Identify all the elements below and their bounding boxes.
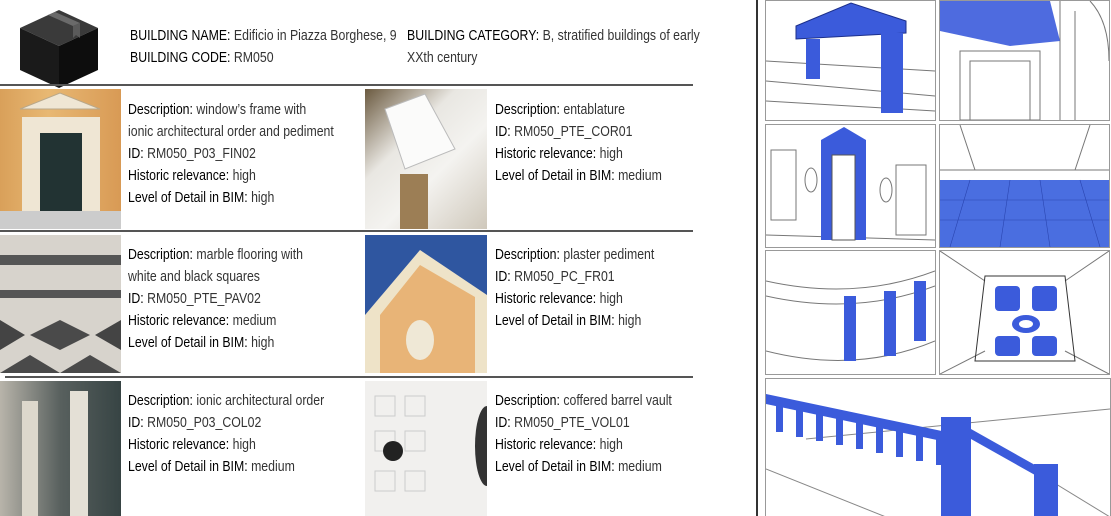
bim-render-window-frame (765, 0, 936, 121)
id-value: RM050_PTE_VOL01 (514, 414, 630, 431)
element-info-1: Description: window’s frame with ionic a… (128, 99, 334, 209)
lod-label: Level of Detail in BIM: (495, 167, 615, 184)
photo-window-frame (0, 89, 121, 229)
element-info-6: Description: coffered barrel vault ID: R… (495, 390, 672, 478)
description-value: plaster pediment (563, 246, 655, 263)
historic-label: Historic relevance: (495, 436, 597, 453)
photo-marble-flooring (0, 235, 121, 373)
historic-label: Historic relevance: (495, 145, 597, 162)
id-value: RM050_P03_COL02 (147, 414, 262, 431)
id-value: RM050_PC_FR01 (514, 268, 615, 285)
description-label: Description: (495, 392, 560, 409)
historic-label: Historic relevance: (128, 167, 230, 184)
element-info-3: Description: marble flooring with white … (128, 244, 303, 354)
description-value: ionic architectural order (196, 392, 325, 409)
historic-label: Historic relevance: (128, 312, 230, 329)
description-value: window’s frame with (196, 101, 307, 118)
id-label: ID: (128, 414, 144, 431)
lod-label: Level of Detail in BIM: (495, 312, 615, 329)
divider (0, 84, 693, 86)
historic-value: high (599, 290, 623, 307)
lod-value: medium (251, 458, 295, 475)
lod-value: high (618, 312, 642, 329)
lod-value: high (251, 334, 275, 351)
building-category-label: BUILDING CATEGORY: (407, 27, 540, 44)
building-code-label: BUILDING CODE: (130, 49, 231, 66)
description-value: entablature (563, 101, 625, 118)
description-value-cont: ionic architectural order and pediment (128, 123, 334, 140)
photo-ionic-order (0, 381, 121, 516)
bim-render-coffered-vault (939, 250, 1110, 375)
historic-value: high (232, 436, 256, 453)
description-label: Description: (128, 392, 193, 409)
element-info-2: Description: entablature ID: RM050_PTE_C… (495, 99, 662, 187)
building-name-value: Edificio in Piazza Borghese, 9 (233, 27, 397, 44)
description-value-cont: white and black squares (128, 268, 260, 285)
description-label: Description: (495, 246, 560, 263)
building-category: BUILDING CATEGORY: B, stratified buildin… (407, 25, 700, 47)
description-value: marble flooring with (196, 246, 304, 263)
building-category-value-cont: XXth century (407, 49, 478, 66)
divider (5, 376, 693, 378)
bim-render-balustrade (765, 378, 1111, 516)
building-code: BUILDING CODE: RM050 (130, 47, 274, 69)
lod-label: Level of Detail in BIM: (128, 458, 248, 475)
photo-plaster-pediment (365, 235, 487, 373)
element-info-4: Description: plaster pediment ID: RM050_… (495, 244, 654, 332)
historic-value: high (599, 436, 623, 453)
id-label: ID: (495, 268, 511, 285)
building-category-value: B, stratified buildings of early (542, 27, 700, 44)
lod-value: medium (618, 458, 662, 475)
description-value: coffered barrel vault (563, 392, 672, 409)
id-label: ID: (495, 123, 511, 140)
id-label: ID: (128, 145, 144, 162)
lod-label: Level of Detail in BIM: (128, 189, 248, 206)
vertical-separator (756, 0, 758, 516)
historic-label: Historic relevance: (128, 436, 230, 453)
description-label: Description: (128, 101, 193, 118)
bim-render-ionic-order (765, 250, 936, 375)
element-info-5: Description: ionic architectural order I… (128, 390, 324, 478)
historic-value: high (232, 167, 256, 184)
id-value: RM050_PTE_PAV02 (147, 290, 261, 307)
historic-value: high (599, 145, 623, 162)
divider (0, 230, 693, 232)
id-label: ID: (128, 290, 144, 307)
historic-value: medium (232, 312, 277, 329)
description-label: Description: (495, 101, 560, 118)
bim-render-entablature (939, 0, 1110, 121)
bim-render-flooring (939, 124, 1110, 248)
description-label: Description: (128, 246, 193, 263)
historic-label: Historic relevance: (495, 290, 597, 307)
photo-coffered-vault (365, 381, 487, 516)
photo-entablature (365, 89, 487, 229)
lod-label: Level of Detail in BIM: (128, 334, 248, 351)
id-value: RM050_PTE_COR01 (514, 123, 633, 140)
building-name: BUILDING NAME: Edificio in Piazza Borghe… (130, 25, 397, 47)
lod-value: medium (618, 167, 662, 184)
bim-render-window (765, 124, 936, 248)
lod-label: Level of Detail in BIM: (495, 458, 615, 475)
box-icon (20, 10, 98, 88)
lod-value: high (251, 189, 275, 206)
building-name-label: BUILDING NAME: (130, 27, 231, 44)
building-code-value: RM050 (233, 49, 274, 66)
id-label: ID: (495, 414, 511, 431)
id-value: RM050_P03_FIN02 (147, 145, 256, 162)
